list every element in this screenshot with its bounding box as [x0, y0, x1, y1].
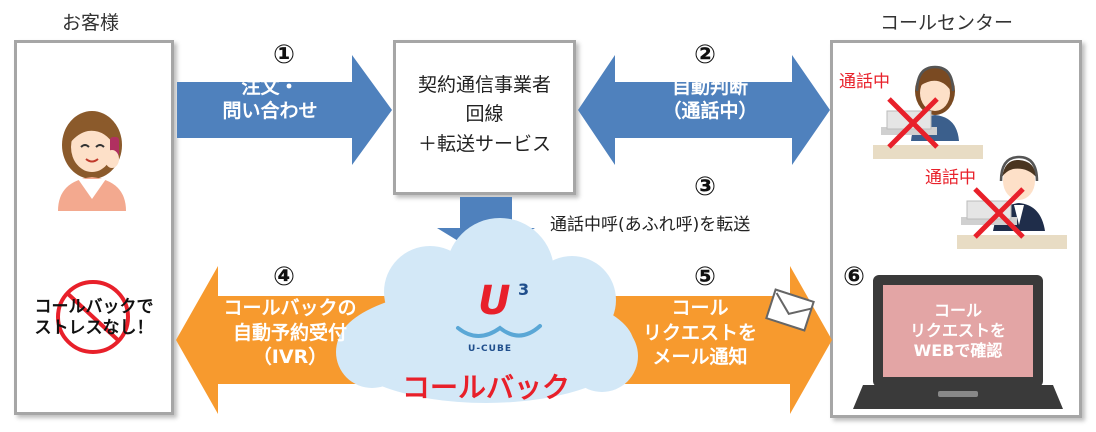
step-3-number: ③: [693, 172, 716, 202]
laptop-base-icon: [853, 385, 1063, 409]
step-5-text: コール リクエストを メール通知: [620, 296, 780, 370]
step-4-line1: コールバックの: [223, 297, 357, 319]
step-4-number: ④: [272, 262, 295, 292]
stress-free-line2: ストレスなし！: [34, 318, 154, 339]
stress-free-line1: コールバックで: [34, 297, 154, 317]
step-2-line2: （通話中）: [662, 99, 758, 122]
step-4-text: コールバックの 自動予約受付 （IVR）: [200, 296, 380, 370]
mail-icon: [765, 288, 815, 332]
step-2-text: 自動判断 （通話中）: [630, 76, 790, 124]
customer-woman-icon: [58, 111, 126, 211]
step-2-line1: 自動判断: [671, 76, 748, 98]
busy-label-2: 通話中: [925, 168, 976, 188]
step-5-line3: メール通知: [652, 346, 748, 369]
step-3-text: 通話中呼(あふれ呼)を転送: [550, 215, 751, 235]
no-stress-circle-icon: [56, 280, 130, 354]
carrier-box: 契約通信事業者 回線 ＋転送サービス: [393, 40, 576, 195]
step-5-line1: コール: [671, 297, 729, 319]
step-2-number: ②: [693, 40, 716, 70]
laptop-screen-line2: リクエストを: [909, 321, 1006, 340]
ucube-logo-letter: U: [478, 278, 511, 324]
laptop-screen: コール リクエストを WEBで確認: [883, 285, 1033, 377]
carrier-line2: 回線: [465, 103, 504, 126]
arrow-1: [177, 55, 392, 165]
carrier-line3: ＋転送サービス: [417, 132, 551, 155]
ucube-logo-superscript: 3: [518, 280, 530, 299]
ucube-logo-subtext: U-CUBE: [468, 344, 512, 354]
carrier-text: 契約通信事業者 回線 ＋転送サービス: [396, 71, 573, 159]
step-5-line2: リクエストを: [642, 321, 757, 344]
callcenter-box: 通話中 通話中 コール リクエストを WEBで確認: [830, 40, 1082, 418]
customer-title: お客様: [62, 12, 120, 34]
busy-cross-icon-1: [887, 97, 939, 149]
carrier-line1: 契約通信事業者: [417, 74, 551, 96]
customer-box: コールバックで ストレスなし！: [14, 40, 174, 415]
step-1-text: 注文・ 問い合わせ: [190, 76, 350, 124]
step-4-line3: （IVR）: [252, 346, 328, 369]
step-1-line1: 注文・: [241, 76, 299, 98]
laptop-screen-line1: コール: [933, 301, 982, 320]
busy-cross-icon-2: [973, 187, 1025, 239]
step-1-line2: 問い合わせ: [222, 99, 318, 122]
operator-woman-icon: [873, 65, 983, 159]
ucube-logo-icon: [456, 324, 542, 338]
step-4-line2: 自動予約受付: [232, 321, 347, 344]
step-6-number: ⑥: [842, 262, 865, 292]
laptop-screen-line3: WEBで確認: [913, 341, 1003, 360]
laptop-icon: コール リクエストを WEBで確認: [873, 275, 1043, 387]
callback-product-name: コールバック: [401, 371, 570, 404]
busy-label-1: 通話中: [839, 72, 890, 92]
arrow-2: [578, 55, 830, 165]
callcenter-title: コールセンター: [880, 12, 1014, 34]
step-1-number: ①: [272, 40, 295, 70]
ucube-cloud: [336, 218, 638, 403]
stress-free-text: コールバックで ストレスなし！: [17, 297, 171, 340]
step-5-number: ⑤: [693, 262, 716, 292]
